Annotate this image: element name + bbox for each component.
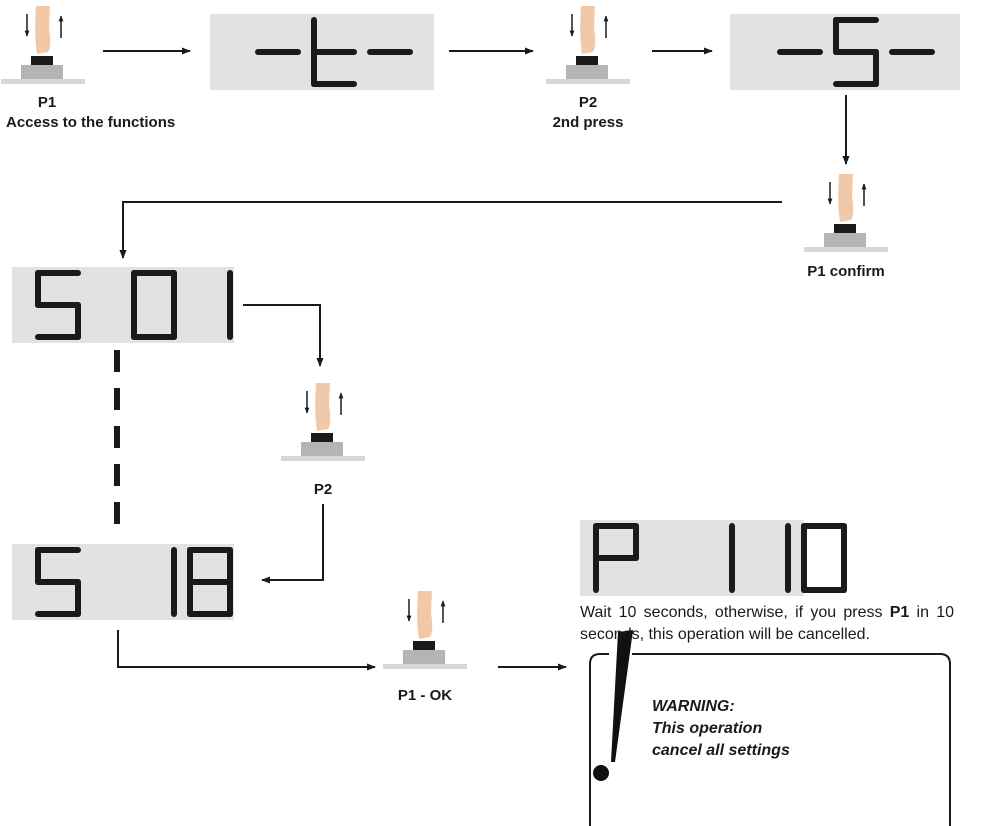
finger-icon bbox=[580, 6, 596, 54]
arrow-s01-to-p2 bbox=[243, 304, 324, 367]
note-text-after: in 10 seconds, this operation will be ca… bbox=[580, 604, 955, 643]
note-key-p1: P1 bbox=[889, 604, 910, 621]
display-s01 bbox=[12, 267, 234, 343]
note-text-before: Wait 10 seconds, otherwise, if you press bbox=[580, 604, 890, 621]
finger-icon bbox=[35, 6, 51, 54]
button-plate bbox=[383, 664, 467, 669]
label-p1-access-desc: Access to the functions bbox=[6, 114, 176, 131]
display-s18 bbox=[12, 544, 234, 620]
button-base bbox=[824, 233, 866, 247]
press-button-icon-p2-second bbox=[546, 6, 630, 84]
segment-digit bbox=[187, 547, 233, 617]
segment-digit bbox=[35, 270, 81, 340]
segment-digit bbox=[833, 17, 879, 87]
button-base bbox=[566, 65, 608, 79]
segment-digit bbox=[35, 547, 81, 617]
display-p110 bbox=[580, 520, 847, 596]
arrow-s18-to-ok bbox=[117, 630, 376, 671]
button-cap bbox=[834, 224, 856, 233]
button-cap bbox=[31, 56, 53, 65]
label-p2: P2 bbox=[313, 481, 333, 498]
finger-icon bbox=[838, 174, 854, 222]
warning-line-1: WARNING: bbox=[652, 698, 735, 715]
label-p1-ok: P1 - OK bbox=[397, 687, 453, 704]
press-button-icon-p1-access bbox=[1, 6, 85, 84]
timeout-note: Wait 10 seconds, otherwise, if you press… bbox=[580, 602, 954, 646]
warning-exclamation-dot bbox=[593, 765, 609, 781]
display-s bbox=[730, 14, 960, 90]
warning-text: WARNING: This operation cancel all setti… bbox=[652, 696, 790, 762]
button-plate bbox=[281, 456, 365, 461]
label-p2-second-desc: 2nd press bbox=[552, 114, 624, 131]
segment-digit bbox=[801, 523, 847, 593]
button-plate bbox=[804, 247, 888, 252]
arrow-p2-to-s18 bbox=[261, 504, 324, 584]
button-plate bbox=[1, 79, 85, 84]
press-button-icon-p1-ok bbox=[383, 591, 467, 669]
warning-box bbox=[589, 630, 951, 826]
button-base bbox=[403, 650, 445, 664]
warning-line-2: This operation bbox=[652, 720, 763, 737]
segment-digit bbox=[593, 523, 639, 593]
button-cap bbox=[311, 433, 333, 442]
button-base bbox=[301, 442, 343, 456]
press-button-icon-p1-confirm bbox=[804, 174, 888, 252]
button-cap bbox=[576, 56, 598, 65]
label-p1-access-key: P1 bbox=[37, 94, 57, 111]
button-plate bbox=[546, 79, 630, 84]
label-p1-confirm: P1 confirm bbox=[807, 263, 885, 280]
button-cap bbox=[413, 641, 435, 650]
warning-line-3: cancel all settings bbox=[652, 742, 790, 759]
segment-digit bbox=[311, 17, 357, 87]
button-base bbox=[21, 65, 63, 79]
press-button-icon-p2 bbox=[281, 383, 365, 461]
display-t bbox=[210, 14, 434, 90]
label-p2-second-key: P2 bbox=[578, 94, 598, 111]
segment-digit bbox=[131, 270, 177, 340]
finger-icon bbox=[315, 383, 331, 431]
warning-exclamation-icon bbox=[611, 630, 633, 762]
finger-icon bbox=[417, 591, 433, 639]
arrow-confirm-to-s01 bbox=[119, 201, 782, 259]
